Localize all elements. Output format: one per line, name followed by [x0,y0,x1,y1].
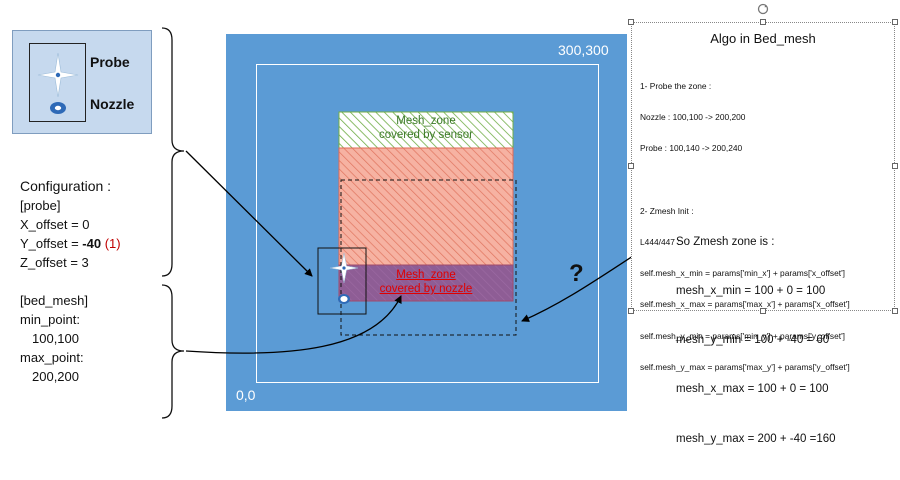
algo-textbox: Algo in Bed_mesh 1- Probe the zone : Noz… [631,22,895,445]
resize-handle[interactable] [892,19,898,25]
resize-handle[interactable] [628,19,634,25]
zmesh-line: mesh_x_max = 100 + 0 = 100 [676,383,829,396]
algo-line: Nozzle : 100,100 -> 200,200 [640,112,746,123]
algo-title: Algo in Bed_mesh [710,31,816,46]
probe-symbol-icon [37,52,79,98]
configuration-bracket [161,27,185,277]
x-offset-line: X_offset = 0 [20,217,90,232]
legend-probe-label: Probe [90,54,130,70]
resize-handle[interactable] [892,308,898,314]
sensor-zone-label: Mesh_zone covered by sensor [339,114,513,142]
algo-line: 1- Probe the zone : [640,80,712,91]
sensor-mesh-zone [338,111,514,149]
bed-mesh-section-header: [bed_mesh] [20,293,88,308]
legend-nozzle-label: Nozzle [90,96,135,112]
zmesh-zone-outline [340,179,517,336]
sensor-zone-label-line2: covered by sensor [379,129,473,141]
probe-section-header: [probe] [20,198,61,213]
resize-handle[interactable] [760,19,766,25]
probe-nozzle-frame [317,247,367,315]
nozzle-zone-label-line2: covered by nozzle [379,283,473,295]
z-offset-line: Z_offset = 3 [20,255,89,270]
min-point-value: 100,100 [32,331,79,346]
sensor-zone-label-line1: Mesh_zone [396,115,456,127]
algo-line: 2- Zmesh Init : [640,205,694,216]
resize-handle[interactable] [628,163,634,169]
resize-handle[interactable] [760,308,766,314]
algo-line: Probe : 100,140 -> 200,240 [640,143,743,154]
y-offset-note: (1) [104,236,121,251]
resize-handle[interactable] [892,163,898,169]
algo-line: self.mesh_x_min = params['min_x'] + para… [640,268,845,279]
legend-symbol-frame [29,43,86,122]
zmesh-line: mesh_x_min = 100 + 0 = 100 [676,285,826,298]
nozzle-only-zone [338,147,514,266]
zmesh-result: So Zmesh zone is : mesh_x_min = 100 + 0 … [676,201,836,480]
rotate-handle-icon[interactable] [756,2,770,16]
nozzle-zone-label: Mesh_zone covered by nozzle [339,268,513,296]
y-offset-value: -40 [82,236,102,251]
nozzle-symbol-icon [50,102,66,114]
bed-printable-area [256,64,599,383]
probe-offset-arrow [185,150,313,277]
resize-handle[interactable] [628,308,634,314]
question-mark: ? [569,260,584,287]
configuration-block: Configuration : [probe] X_offset = 0 Y_o… [20,177,121,386]
bed-mesh-arrow [185,295,402,354]
bed-corner-min-label: 0,0 [236,387,256,403]
algo-line: self.mesh_y_min = params['min_y'] + para… [640,330,845,341]
min-point-label: min_point: [20,312,80,327]
zmesh-line: mesh_y_min = 100 + -40 = 60 [676,334,830,347]
y-offset-prefix: Y_offset = [20,236,83,251]
legend-box: Probe Nozzle [12,30,152,134]
algo-line [640,174,850,184]
bed-probe-icon [329,252,359,284]
config-title: Configuration : [20,178,112,194]
algo-line: self.mesh_y_max = params['max_y'] + para… [640,361,850,372]
diagram-overlay [161,27,659,419]
algo-line: L444/447 : [640,236,680,247]
algo-body: 1- Probe the zone : Nozzle : 100,100 -> … [640,60,850,393]
bed-corner-max-label: 300,300 [558,42,609,58]
algo-line: self.mesh_x_max = params['max_x'] + para… [640,299,850,310]
zmesh-line: mesh_y_max = 200 + -40 =160 [676,432,836,445]
bed-nozzle-icon [338,294,350,304]
zmesh-title: So Zmesh zone is : [676,235,775,248]
nozzle-mesh-zone [338,264,514,302]
max-point-value: 200,200 [32,369,79,384]
nozzle-zone-label-line1: Mesh_zone [396,269,456,281]
max-point-label: max_point: [20,350,84,365]
y-offset-line: Y_offset = -40 (1) [20,234,121,253]
bed-mesh-bracket [161,284,185,419]
